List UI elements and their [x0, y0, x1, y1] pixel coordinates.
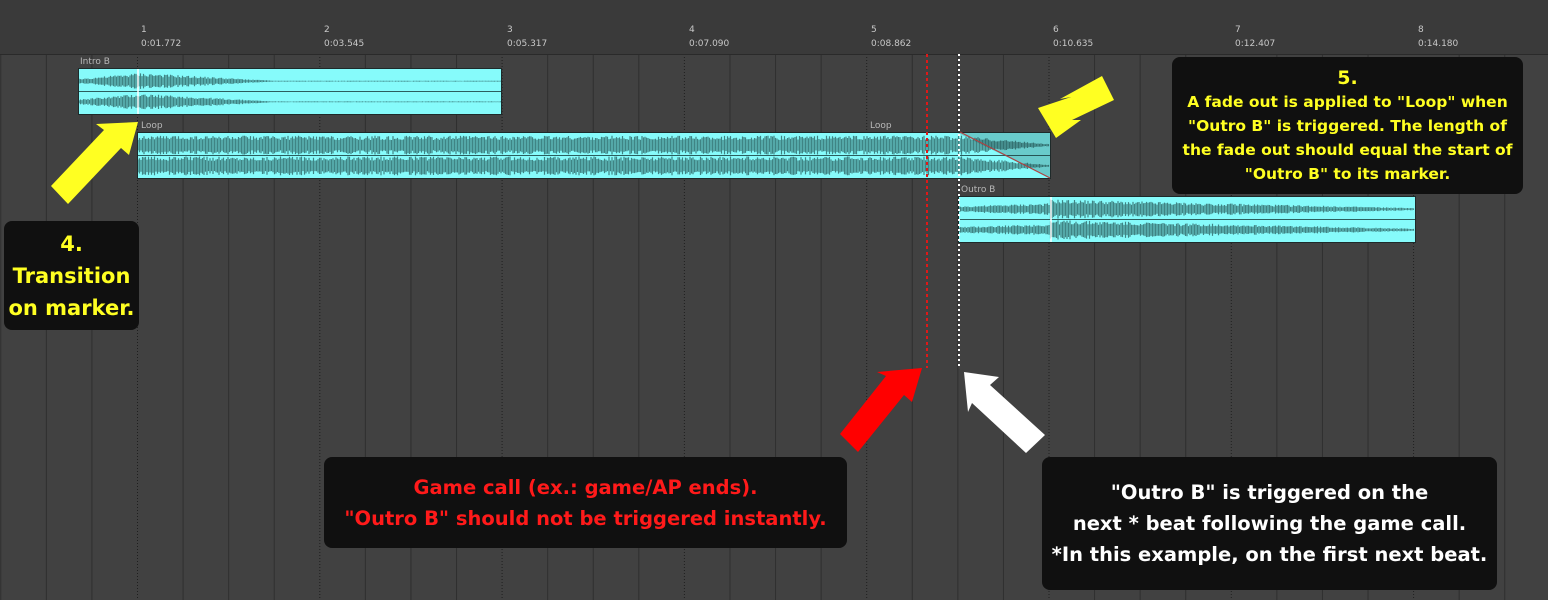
callout-text: *In this example, on the first next beat… [1051, 543, 1488, 566]
clip-label-outro: Outro B [961, 185, 996, 195]
bar-time: 0:10.635 [1053, 39, 1094, 49]
clip-label-intro: Intro B [80, 57, 110, 67]
callout-text: on marker. [8, 295, 135, 320]
audio-clip-loop[interactable] [137, 132, 1051, 179]
timeline-ruler[interactable]: 1 0:01.772 2 0:03.545 3 0:05.317 4 0:07.… [0, 0, 1548, 55]
callout-text: Game call (ex.: game/AP ends). [413, 475, 758, 499]
bar-time: 0:14.180 [1418, 39, 1459, 49]
waveform [138, 133, 1050, 178]
bar-time: 0:01.772 [141, 39, 182, 49]
callout-text: "Outro B" is triggered. The length of [1188, 116, 1507, 135]
callout-text: "Outro B" is triggered on the [1110, 481, 1429, 504]
bar-time: 0:03.545 [324, 39, 365, 49]
clip-label-loop-repeat: Loop [870, 121, 892, 131]
audio-clip-outro[interactable] [958, 196, 1416, 243]
audio-clip-intro[interactable] [78, 68, 502, 115]
bar-number: 2 [324, 25, 330, 35]
callout-transition-on-marker: 4. Transition on marker. [4, 221, 139, 330]
callout-text: A fade out is applied to "Loop" when [1187, 92, 1508, 111]
callout-text: the fade out should equal the start of [1182, 140, 1513, 159]
callout-step-number: 5. [1337, 66, 1358, 89]
callout-fade-out: 5. A fade out is applied to "Loop" when … [1172, 57, 1523, 194]
bar-time: 0:12.407 [1235, 39, 1276, 49]
clip-label-loop: Loop [141, 121, 163, 131]
callout-outro-trigger: "Outro B" is triggered on the next * bea… [1042, 457, 1497, 590]
callout-text: next * beat following the game call. [1072, 512, 1467, 535]
bar-time: 0:07.090 [689, 39, 730, 49]
bar-number: 7 [1235, 25, 1241, 35]
waveform [959, 197, 1415, 242]
waveform-path [138, 135, 1050, 176]
bar-number: 6 [1053, 25, 1059, 35]
callout-game-call: Game call (ex.: game/AP ends). "Outro B"… [324, 457, 847, 548]
bar-number: 1 [141, 25, 147, 35]
callout-step-number: 4. [60, 231, 83, 256]
callout-text: "Outro B" to its marker. [1244, 164, 1451, 183]
bar-number: 5 [871, 25, 877, 35]
waveform-path [959, 199, 1415, 240]
bar-number: 4 [689, 25, 695, 35]
bar-time: 0:05.317 [507, 39, 548, 49]
waveform-path [79, 73, 501, 110]
waveform [79, 69, 501, 114]
bar-time: 0:08.862 [871, 39, 912, 49]
callout-text: Transition [12, 263, 131, 288]
callout-text: "Outro B" should not be triggered instan… [344, 506, 827, 530]
bar-number: 3 [507, 25, 513, 35]
bar-number: 8 [1418, 25, 1424, 35]
